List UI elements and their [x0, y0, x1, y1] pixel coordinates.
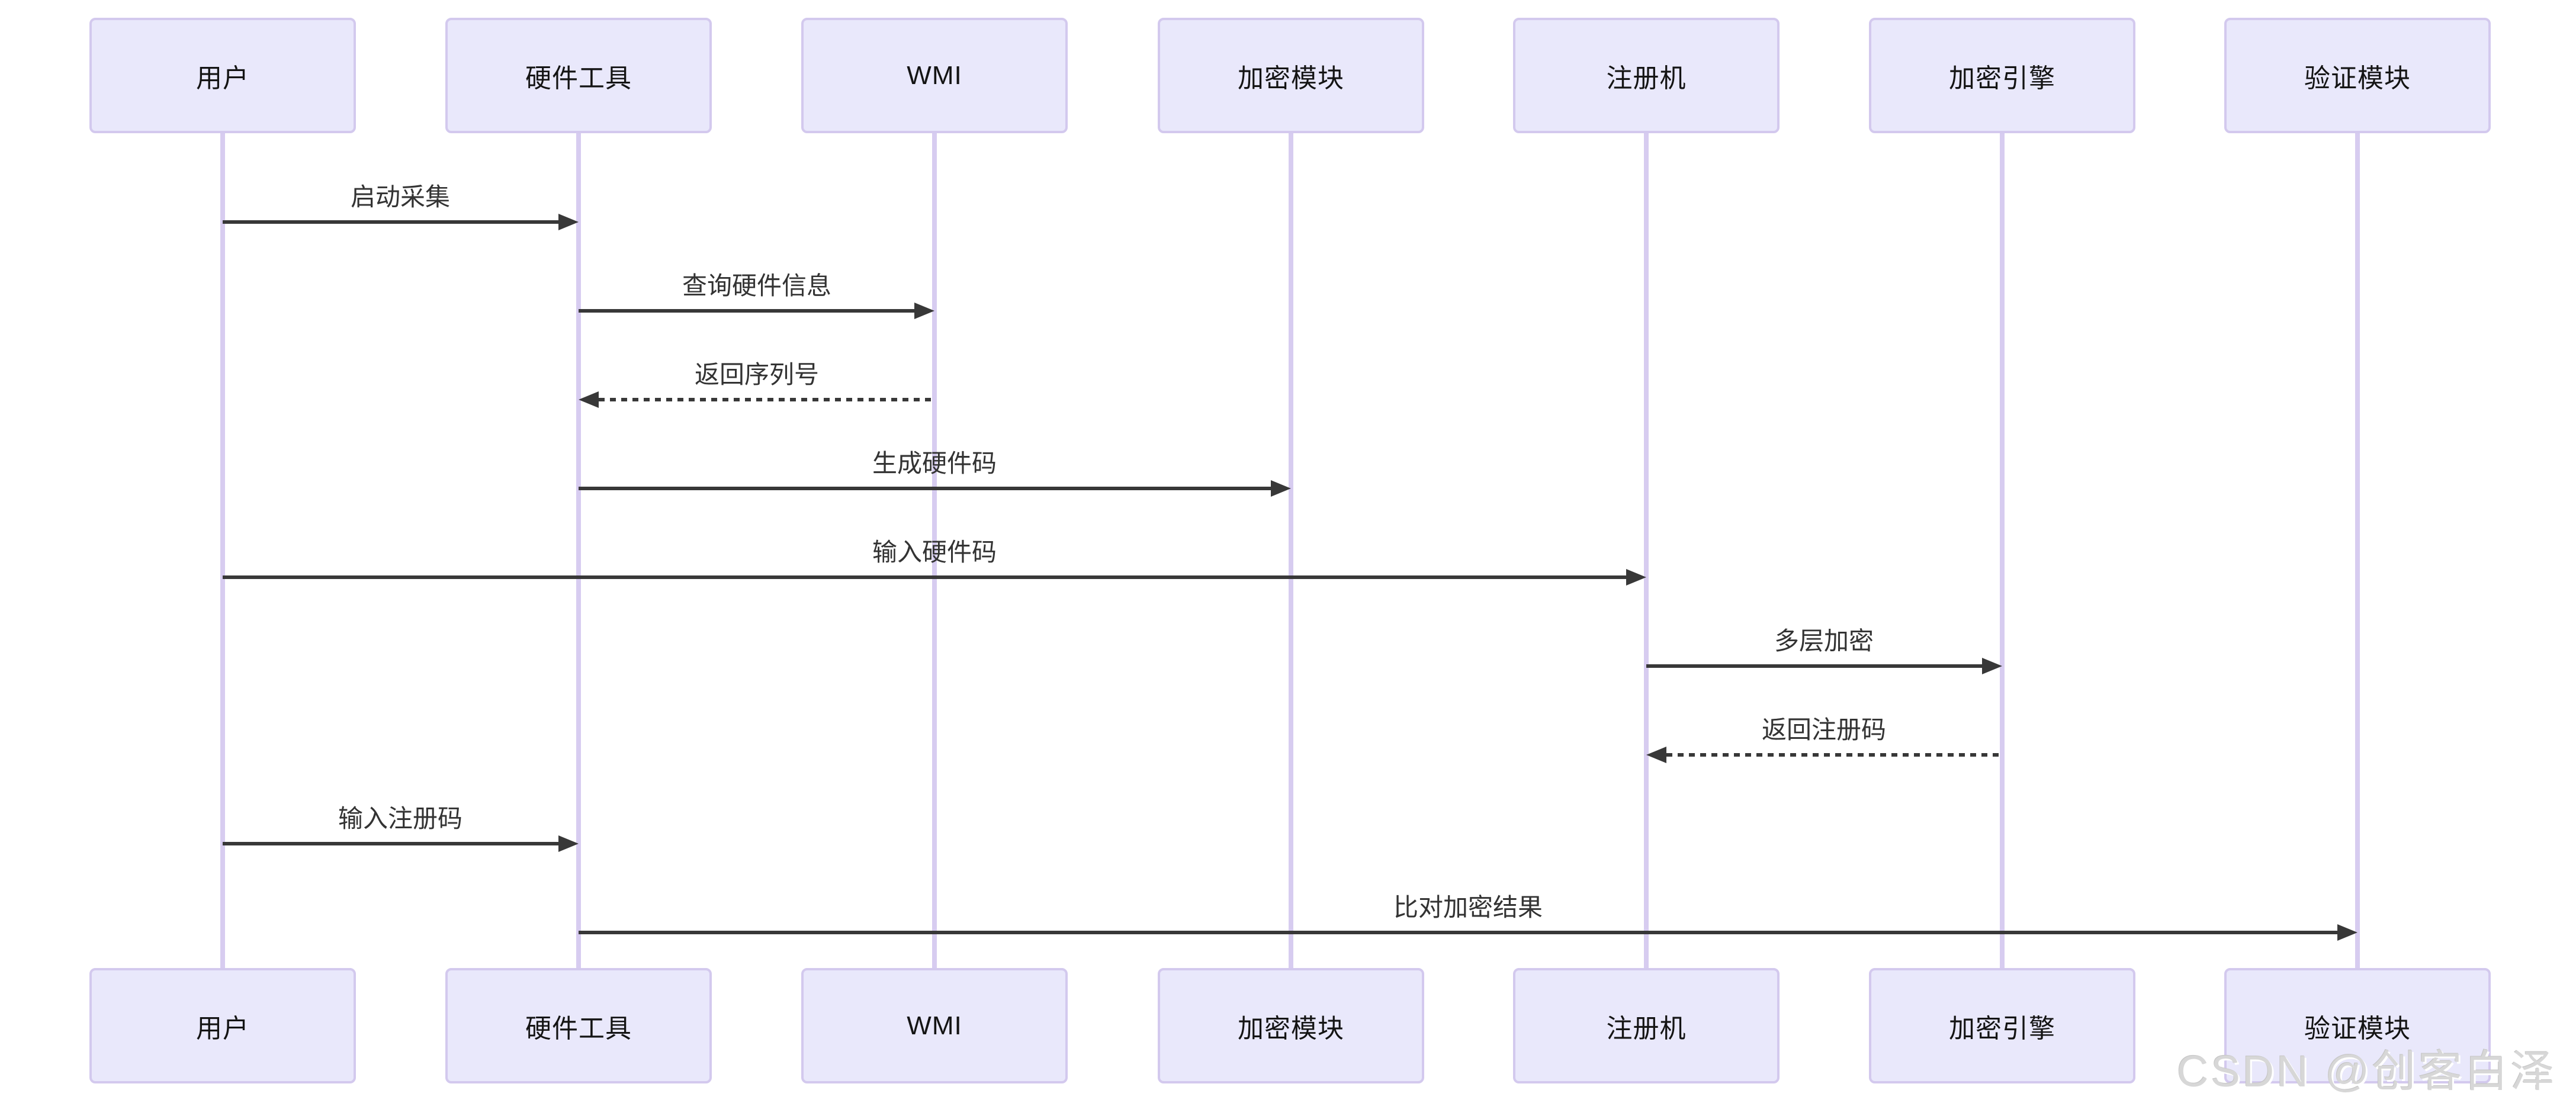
message-line-1 [223, 220, 558, 224]
actor-label: 加密模块 [1238, 63, 1344, 93]
arrowhead-right-icon [1626, 569, 1646, 586]
actor-label: 硬件工具 [525, 1014, 632, 1043]
actor-top-verification-module: 验证模块 [2224, 18, 2491, 133]
csdn-watermark: CSDN @创客白泽 [2177, 1047, 2557, 1096]
actor-label: 验证模块 [2304, 63, 2411, 93]
actor-label: 加密模块 [1238, 1014, 1344, 1043]
arrowhead-right-icon [914, 303, 934, 319]
actor-label: 注册机 [1606, 1014, 1687, 1043]
message-line-7 [1666, 753, 2002, 757]
actor-label: 用户 [196, 1014, 249, 1043]
actor-bottom-wmi: WMI [801, 968, 1068, 1083]
message-label-6: 多层加密 [1774, 627, 1874, 655]
message-label-8: 输入注册码 [338, 805, 462, 832]
message-label-2: 查询硬件信息 [682, 272, 831, 300]
actor-bottom-encryption-engine: 加密引擎 [1869, 968, 2135, 1083]
message-line-9 [579, 931, 2337, 934]
actor-label: 硬件工具 [525, 63, 632, 93]
message-line-6 [1646, 664, 1982, 668]
actor-top-hardware-tool: 硬件工具 [445, 18, 712, 133]
message-line-4 [579, 487, 1271, 490]
arrowhead-left-icon [579, 391, 599, 408]
lifeline-hardware-tool [576, 133, 581, 968]
actor-bottom-user: 用户 [89, 968, 356, 1083]
message-label-5: 输入硬件码 [872, 538, 997, 566]
message-label-7: 返回注册码 [1761, 716, 1886, 744]
actor-label: 注册机 [1606, 63, 1687, 93]
lifeline-user [220, 133, 225, 968]
lifeline-wmi [932, 133, 937, 968]
actor-top-user: 用户 [89, 18, 356, 133]
message-label-1: 启动采集 [350, 183, 450, 211]
arrowhead-right-icon [2337, 924, 2357, 941]
actor-top-encryption-module: 加密模块 [1158, 18, 1424, 133]
actor-label: WMI [907, 1011, 962, 1040]
actor-label: 加密引擎 [1949, 63, 2055, 93]
arrowhead-right-icon [558, 214, 579, 230]
actor-top-wmi: WMI [801, 18, 1068, 133]
lifeline-encryption-engine [2000, 133, 2005, 968]
lifeline-keygen [1644, 133, 1649, 968]
actor-bottom-hardware-tool: 硬件工具 [445, 968, 712, 1083]
message-line-8 [223, 842, 558, 845]
actor-label: 验证模块 [2304, 1014, 2411, 1043]
arrowhead-left-icon [1646, 747, 1666, 763]
lifeline-encryption-module [1289, 133, 1293, 968]
message-label-3: 返回序列号 [694, 361, 819, 388]
arrowhead-right-icon [1271, 480, 1291, 497]
message-line-5 [223, 575, 1626, 579]
message-line-3 [599, 398, 934, 401]
actor-label: WMI [907, 60, 962, 90]
actor-bottom-keygen: 注册机 [1513, 968, 1780, 1083]
actor-label: 加密引擎 [1949, 1014, 2055, 1043]
actor-bottom-encryption-module: 加密模块 [1158, 968, 1424, 1083]
actor-bottom-verification-module: 验证模块 [2224, 968, 2491, 1083]
message-line-2 [579, 309, 914, 313]
message-label-9: 比对加密结果 [1393, 893, 1543, 921]
arrowhead-right-icon [558, 835, 579, 852]
actor-top-keygen: 注册机 [1513, 18, 1780, 133]
arrowhead-right-icon [1982, 658, 2002, 674]
lifeline-verification-module [2355, 133, 2360, 968]
message-label-4: 生成硬件码 [872, 449, 997, 477]
actor-label: 用户 [196, 63, 249, 93]
actor-top-encryption-engine: 加密引擎 [1869, 18, 2135, 133]
